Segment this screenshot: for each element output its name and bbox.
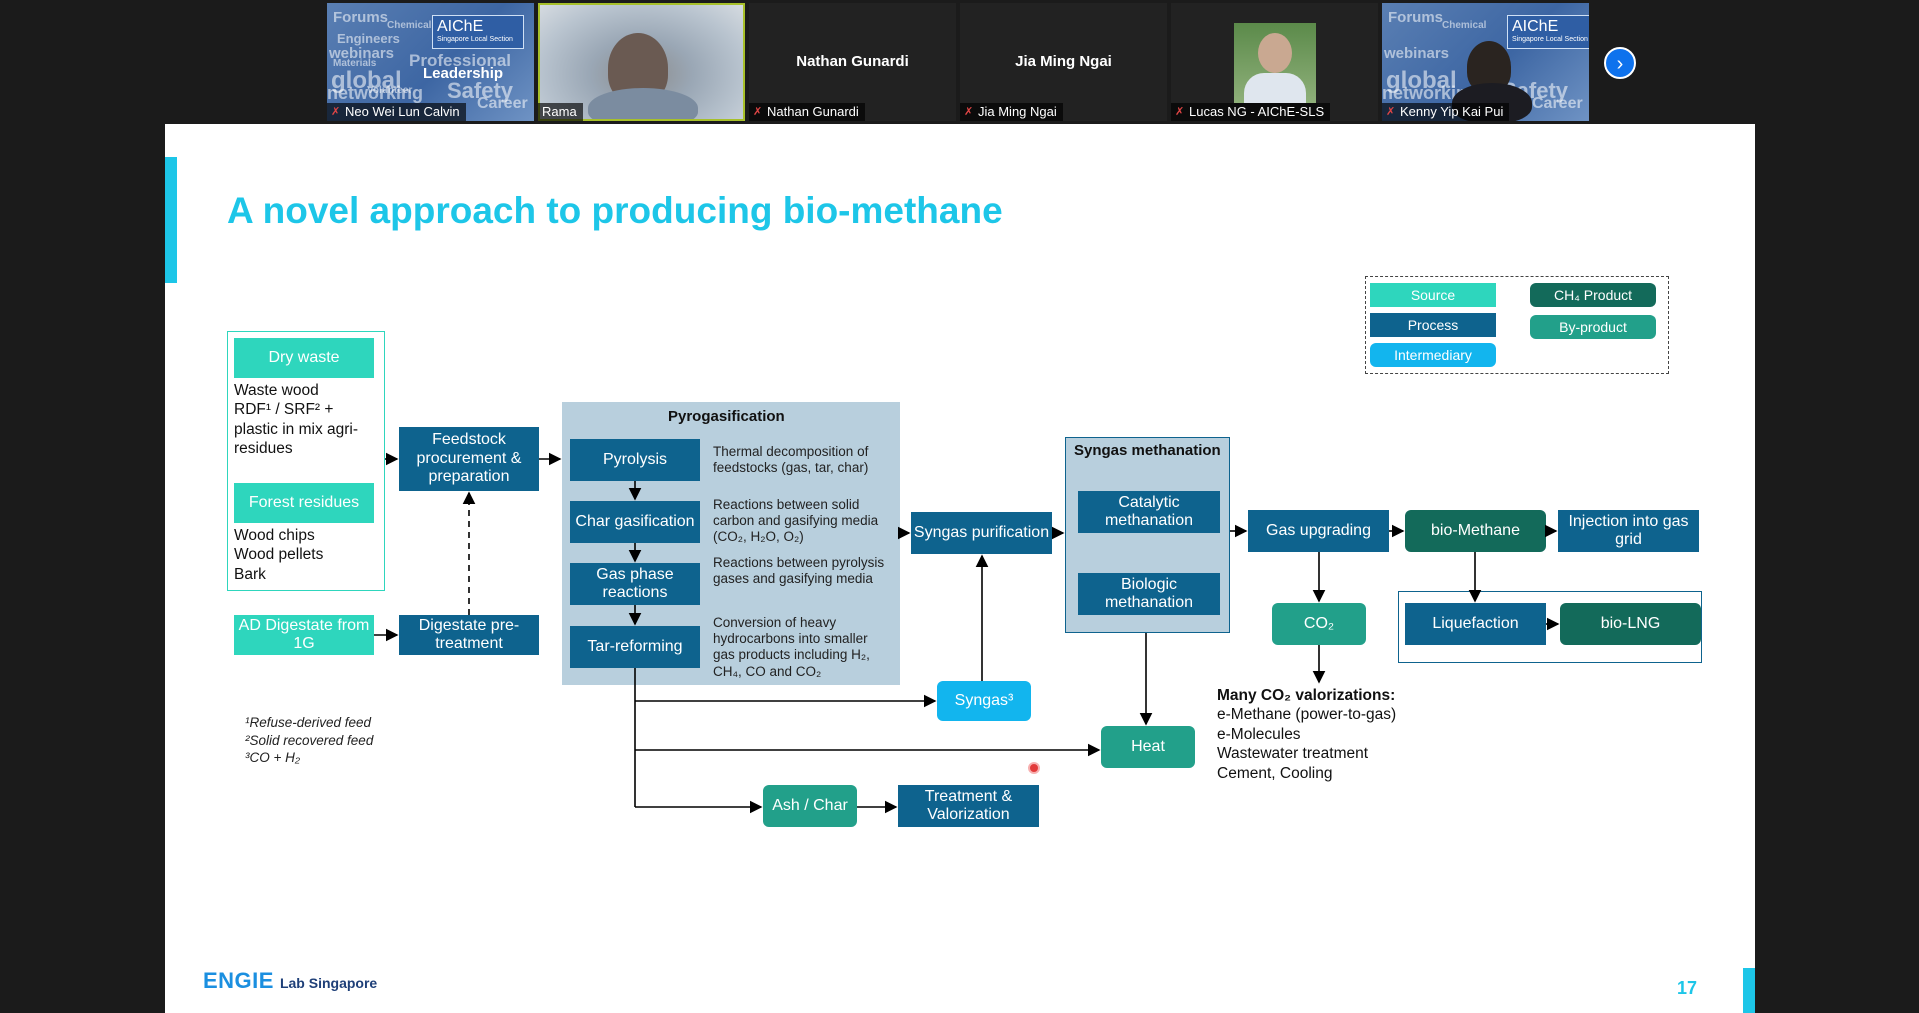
participant-photo [1234, 23, 1316, 103]
legend-intermediary: Intermediary [1370, 343, 1496, 367]
participant-name: ✗Lucas NG - AIChE-SLS [1171, 103, 1331, 121]
participant-name: ✗Nathan Gunardi [749, 103, 865, 121]
ad-digestate-box: AD Digestate from 1G [234, 615, 374, 655]
active-speaker-border [538, 3, 745, 121]
participant-name: ✗Kenny Yip Kai Pui [1382, 103, 1510, 121]
participant-name: ✗Neo Wei Lun Calvin [327, 103, 466, 121]
feedstock-box: Feedstock procurement & preparation [399, 427, 539, 491]
syngas-methanation-title: Syngas methanation [1074, 442, 1221, 459]
biologic-methanation-box: Biologic methanation [1078, 573, 1220, 615]
forest-residues-box: Forest residues [234, 483, 374, 523]
legend-source: Source [1370, 283, 1496, 307]
flow-arrows [374, 452, 1560, 814]
mic-off-icon: ✗ [331, 106, 341, 118]
legend-product: CH₄ Product [1530, 283, 1656, 307]
participant-tile-active[interactable]: Rama [538, 3, 745, 121]
mic-off-icon: ✗ [1386, 106, 1396, 118]
slide-title: A novel approach to producing bio-methan… [227, 190, 1003, 231]
pyrogasification-title: Pyrogasification [668, 408, 785, 425]
legend: Source Process Intermediary CH₄ Product … [1365, 276, 1669, 374]
gas-upgrading-box: Gas upgrading [1248, 510, 1389, 552]
feedstock-group [227, 331, 385, 591]
laser-pointer [1028, 762, 1040, 774]
legend-process: Process [1370, 313, 1496, 337]
engie-logo: ENGIE Lab Singapore [203, 968, 378, 993]
title-accent-bar [165, 157, 177, 283]
participant-tile[interactable]: Forums Chemical webinars global networki… [1382, 3, 1589, 121]
legend-byproduct: By-product [1530, 315, 1656, 339]
participant-tile[interactable]: Nathan Gunardi ✗Nathan Gunardi [749, 3, 956, 121]
footnotes: ¹Refuse-derived feed ²Solid recovered fe… [245, 715, 374, 766]
participant-name: Rama [538, 103, 583, 121]
shared-slide: A novel approach to producing bio-methan… [165, 124, 1755, 1013]
bio-lng-box: bio-LNG [1560, 603, 1701, 645]
participant-tile[interactable]: Jia Ming Ngai ✗Jia Ming Ngai [960, 3, 1167, 121]
forest-residues-list: Wood chips Wood pellets Bark [234, 527, 324, 583]
syngas-box: Syngas³ [937, 681, 1031, 721]
page-number: 17 [1676, 978, 1697, 998]
char-desc: Reactions between solid carbon and gasif… [713, 497, 879, 545]
dry-waste-box: Dry waste [234, 338, 374, 378]
next-page-button[interactable]: › [1604, 47, 1636, 79]
participant-display-name: Jia Ming Ngai [1015, 53, 1112, 70]
mic-off-icon: ✗ [1175, 106, 1185, 118]
participant-name: ✗Jia Ming Ngai [960, 103, 1063, 121]
ash-char-box: Ash / Char [763, 785, 857, 827]
heat-box: Heat [1101, 726, 1195, 768]
mic-off-icon: ✗ [753, 106, 763, 118]
pyrolysis-box: Pyrolysis [570, 439, 700, 481]
gas-phase-desc: Reactions between pyrolysis gases and ga… [713, 555, 885, 587]
char-gasification-box: Char gasification [570, 501, 700, 543]
liquefaction-box: Liquefaction [1405, 603, 1546, 645]
catalytic-methanation-box: Catalytic methanation [1078, 491, 1220, 533]
injection-box: Injection into gas grid [1558, 510, 1699, 552]
co2-box: CO₂ [1272, 603, 1366, 645]
co2-valorizations: Many CO₂ valorizations: e-Methane (power… [1217, 687, 1397, 782]
bio-methane-box: bio-Methane [1405, 510, 1546, 552]
digestate-box: Digestate pre-treatment [399, 615, 539, 655]
face [1258, 33, 1292, 73]
lng-group [1398, 591, 1702, 663]
tar-desc: Conversion of heavy hydrocarbons into sm… [713, 615, 870, 679]
person-body [588, 88, 698, 121]
participant-tile[interactable]: Forums Chemical Engineers webinars Mater… [327, 3, 534, 121]
dry-waste-list: Waste wood RDF¹ / SRF² + plastic in mix … [234, 382, 359, 458]
mic-off-icon: ✗ [964, 106, 974, 118]
syngas-purification-box: Syngas purification [911, 512, 1052, 554]
gas-phase-box: Gas phase reactions [570, 563, 700, 605]
chevron-right-icon: › [1616, 53, 1624, 75]
participant-strip: Forums Chemical Engineers webinars Mater… [327, 0, 1597, 122]
tar-reforming-box: Tar-reforming [570, 626, 700, 668]
shirt [1244, 73, 1306, 103]
participant-tile[interactable]: ✗Lucas NG - AIChE-SLS [1171, 3, 1378, 121]
page-accent-bar [1743, 968, 1755, 1013]
pyrolysis-desc: Thermal decomposition of feedstocks (gas… [713, 444, 869, 476]
participant-display-name: Nathan Gunardi [796, 53, 909, 70]
treatment-box: Treatment & Valorization [898, 785, 1039, 827]
